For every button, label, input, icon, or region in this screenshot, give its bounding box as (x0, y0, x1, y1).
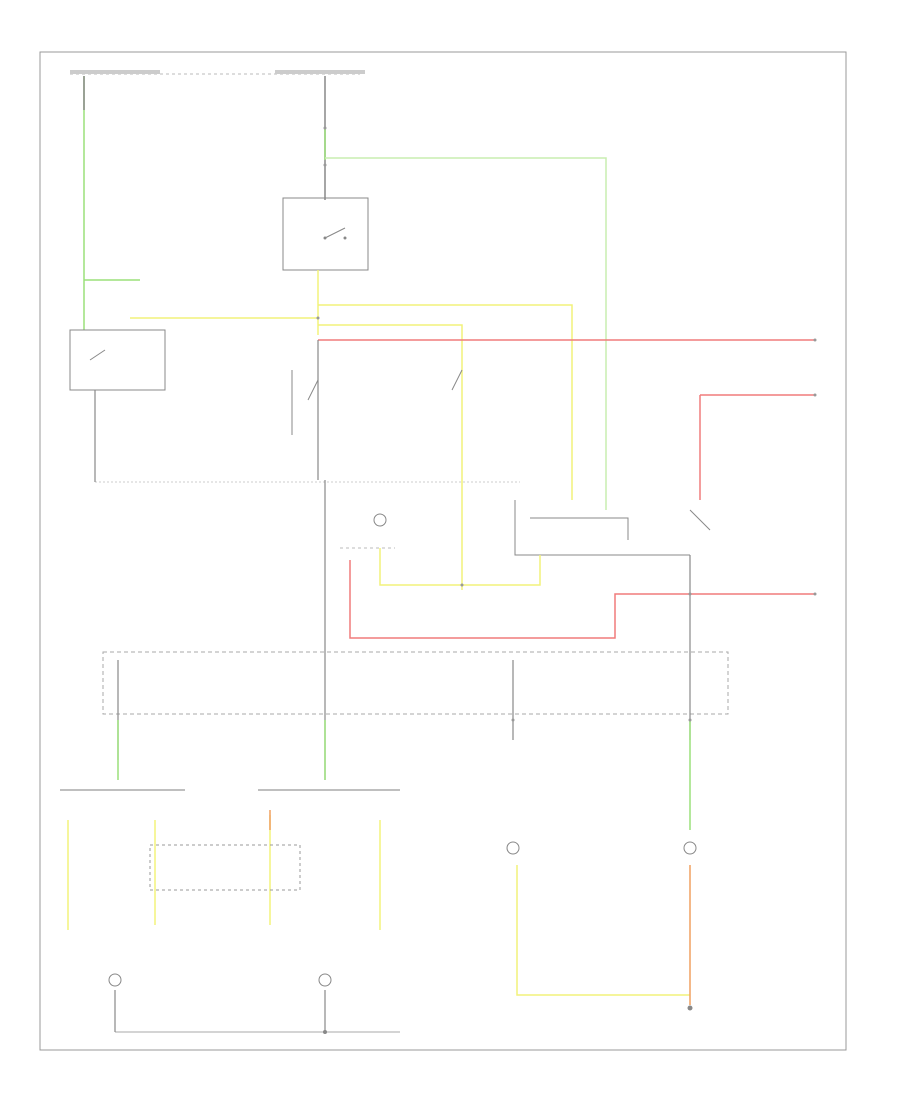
wire-green-top-right (325, 157, 607, 510)
center-switch-icon (307, 379, 319, 401)
lamp-bulb-icon (318, 973, 332, 987)
ground-symbol-icon (323, 1030, 327, 1034)
top-right-label-bar (275, 70, 365, 74)
wire-red-loop (349, 560, 815, 639)
right-relay-switch-icon (689, 509, 711, 531)
wire-yellow-branch (318, 324, 463, 590)
light-switch-box (282, 197, 369, 271)
right-relay-box (514, 500, 690, 556)
switch-contact-a (323, 236, 327, 240)
wire-yellow-bottom-link (379, 548, 541, 586)
lamp-bulb-icon (373, 513, 387, 527)
left-module-box (69, 329, 166, 391)
wire-yellow-bottom-right (516, 865, 690, 996)
lamp-bulb-icon (683, 841, 697, 855)
wire-yellow-right (318, 304, 573, 500)
ground-symbol-icon (687, 1005, 693, 1011)
switch-contact-b (343, 236, 347, 240)
diagram-frame (39, 51, 847, 1051)
right-relay-inner (530, 517, 629, 540)
middle-fuse-block (102, 651, 729, 715)
top-left-label-bar (70, 70, 160, 74)
lamp-bulb-icon (108, 973, 122, 987)
bottom-left-dashed-module (149, 844, 301, 891)
switch-symbol-icon (324, 227, 346, 239)
connector-dots (316, 126, 817, 722)
lamp-bulb-icon (506, 841, 520, 855)
left-module-switch-icon (89, 349, 106, 361)
second-switch-icon (451, 369, 463, 391)
